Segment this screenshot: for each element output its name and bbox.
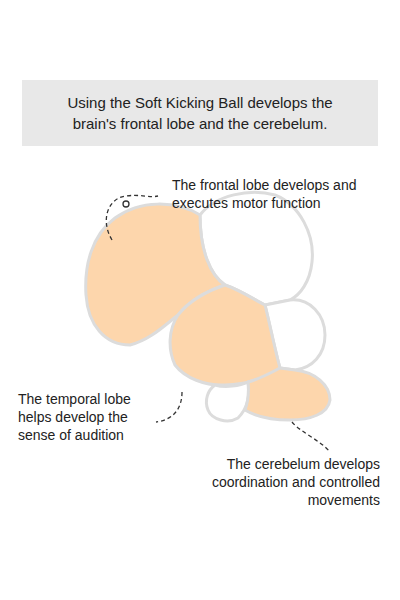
leader-line bbox=[156, 392, 182, 422]
callout-label: The cerebelum develops coordination and … bbox=[180, 455, 380, 509]
title-band: Using the Soft Kicking Ball develops the… bbox=[22, 80, 378, 146]
temporal-lobe bbox=[170, 285, 280, 385]
callout-label: The temporal lobe helps develop the sens… bbox=[18, 390, 158, 444]
brainstem bbox=[206, 382, 248, 421]
title: Using the Soft Kicking Ball develops the… bbox=[45, 92, 355, 134]
leader-line bbox=[106, 195, 158, 240]
leader-end bbox=[123, 201, 129, 207]
leader-line bbox=[292, 422, 330, 452]
cerebellum bbox=[245, 368, 330, 420]
callout-label: The frontal lobe develops and executes m… bbox=[172, 176, 372, 212]
